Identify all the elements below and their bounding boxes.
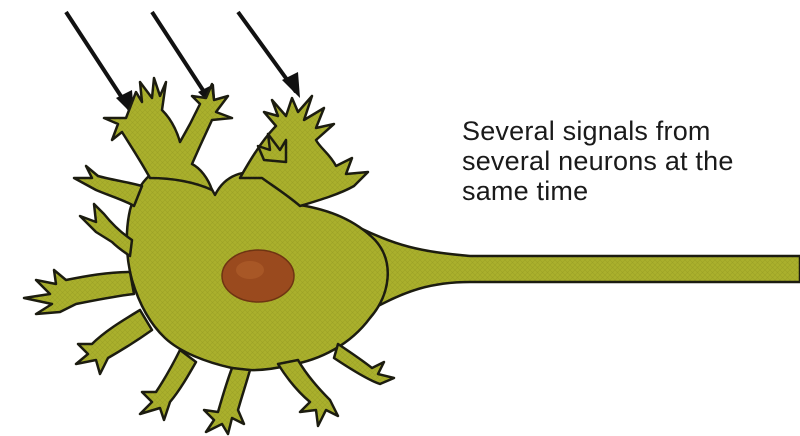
signal-arrows	[66, 12, 300, 116]
dendrite	[204, 368, 250, 434]
dendrite	[140, 350, 196, 420]
dendrite	[80, 204, 132, 256]
caption-line-2: several neurons at the	[462, 146, 798, 176]
nucleus-highlight	[236, 261, 264, 279]
dendrite	[24, 270, 134, 314]
dendrite	[278, 360, 338, 426]
caption: Several signals from several neurons at …	[462, 116, 798, 206]
dendrite	[76, 310, 152, 374]
dendrite	[74, 166, 142, 206]
dendrite	[334, 344, 394, 384]
caption-line-1: Several signals from	[462, 116, 798, 146]
caption-line-3: same time	[462, 176, 798, 206]
signal-arrow-1	[66, 12, 130, 110]
axon	[360, 228, 800, 305]
